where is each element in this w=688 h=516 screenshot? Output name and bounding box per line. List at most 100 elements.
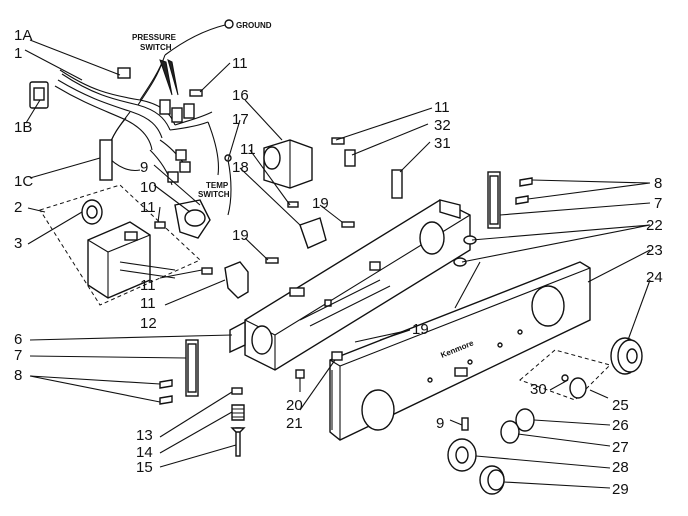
- part-32: [344, 149, 356, 167]
- screw-8-right-b: [515, 195, 529, 205]
- callout-23: 23: [646, 242, 663, 259]
- callout-1a: 1A: [14, 27, 32, 44]
- panel-hole-right: [419, 221, 445, 255]
- callout-15: 15: [136, 459, 153, 476]
- console-front-panel: Kenmore: [329, 261, 591, 441]
- callout-17: 17: [232, 111, 249, 128]
- bracket-6: [229, 320, 246, 354]
- console-back-panel: [229, 199, 471, 371]
- callout-13: 13: [136, 427, 153, 444]
- callout-31: 31: [434, 135, 451, 152]
- pressure-switch-arrow: [159, 59, 173, 96]
- harness-connector: [179, 161, 191, 173]
- callout-1b: 1B: [14, 119, 32, 136]
- harness-terminal-block: [99, 139, 113, 181]
- screw-19: [265, 257, 279, 264]
- callout-9: 9: [140, 159, 148, 176]
- callout-14: 14: [136, 444, 153, 461]
- pressure-switch-label-line1: PRESSURE: [132, 33, 177, 42]
- panel-hole-left: [251, 325, 273, 355]
- screw-11-right: [331, 137, 345, 145]
- temp-switch-part: [184, 209, 206, 227]
- callout-11-d: 11: [240, 141, 256, 158]
- callout-16: 16: [232, 87, 249, 104]
- pressure-switch-terminal: [183, 103, 195, 119]
- pressure-switch-terminal: [159, 99, 171, 115]
- screw-11-lower: [201, 267, 213, 275]
- harness-connector: [167, 171, 179, 183]
- switch-18: [299, 217, 327, 249]
- part-13: [231, 387, 243, 395]
- screw-11-top: [189, 89, 203, 97]
- text-labels: PRESSURE SWITCH GROUND TEMP SWITCH: [132, 21, 272, 199]
- callout-19-b: 19: [312, 195, 329, 212]
- callout-22: 22: [646, 217, 663, 234]
- ground-terminal: [224, 19, 234, 29]
- callout-28: 28: [612, 459, 629, 476]
- callout-19-c: 19: [412, 321, 429, 338]
- callout-29: 29: [612, 481, 629, 498]
- callout-24: 24: [646, 269, 663, 286]
- screw-8-left-b: [159, 395, 173, 405]
- callout-27: 27: [612, 439, 629, 456]
- panel-slot: [289, 287, 305, 297]
- callout-1c: 1C: [14, 173, 33, 190]
- temp-switch-label-line1: TEMP: [206, 181, 229, 190]
- pressure-switch-label-line2: SWITCH: [140, 43, 172, 52]
- callout-numbers: 1A 1 1B 1C 2 3 6 7 8 13 14 15 9 10 11 11…: [14, 27, 663, 498]
- console-indicator: [454, 367, 468, 377]
- bracket-12: [224, 261, 249, 299]
- harness-plug-socket: [33, 87, 45, 101]
- callout-2: 2: [14, 199, 22, 216]
- callout-10: 10: [140, 179, 157, 196]
- knob-25: [569, 377, 587, 399]
- knob-27: [500, 420, 520, 444]
- screw-11-mid: [287, 201, 299, 208]
- callout-1: 1: [14, 45, 22, 62]
- spacer-22: [453, 257, 467, 267]
- callout-26: 26: [612, 417, 629, 434]
- end-brackets: [159, 171, 533, 457]
- callout-21: 21: [286, 415, 303, 432]
- screw-8-left-a: [159, 379, 173, 389]
- leader-lines: [24, 39, 651, 489]
- callout-18: 18: [232, 159, 249, 176]
- clip-21: [331, 351, 343, 361]
- callout-19-a: 19: [232, 227, 249, 244]
- callout-25: 25: [612, 397, 629, 414]
- callout-11-b: 11: [232, 55, 248, 72]
- part-31: [391, 169, 403, 199]
- callout-7-right: 7: [654, 195, 662, 212]
- callout-32: 32: [434, 117, 451, 134]
- screw-19-upper: [341, 221, 355, 228]
- knobs: [447, 337, 643, 495]
- temp-switch-label-line2: SWITCH: [198, 190, 230, 199]
- callout-11-e: 11: [434, 99, 450, 116]
- pressure-switch-terminal: [171, 107, 183, 123]
- wiring-harness: [29, 19, 234, 186]
- console-hole-right: [531, 285, 565, 327]
- callout-30: 30: [530, 381, 547, 398]
- callout-3: 3: [14, 235, 22, 252]
- callout-7-left: 7: [14, 347, 22, 364]
- callout-11-f: 11: [140, 277, 156, 294]
- pressure-switch-arrow: [167, 59, 179, 96]
- console-hole-left: [361, 389, 395, 431]
- callout-8-left: 8: [14, 367, 22, 384]
- callout-6: 6: [14, 331, 22, 348]
- timer-assembly-group: [39, 184, 201, 306]
- harness-connector: [117, 67, 131, 79]
- screw-8-right-a: [519, 177, 533, 187]
- timer-tab: [124, 231, 138, 241]
- callout-12: 12: [140, 315, 157, 332]
- screw-20: [295, 369, 305, 379]
- screw-11: [154, 221, 166, 229]
- ground-label: GROUND: [236, 21, 272, 30]
- callout-8-right: 8: [654, 175, 662, 192]
- callout-11-c: 11: [140, 295, 156, 312]
- harness-connector: [175, 149, 187, 161]
- screw-9-lower: [461, 417, 469, 431]
- callout-9-lower: 9: [436, 415, 444, 432]
